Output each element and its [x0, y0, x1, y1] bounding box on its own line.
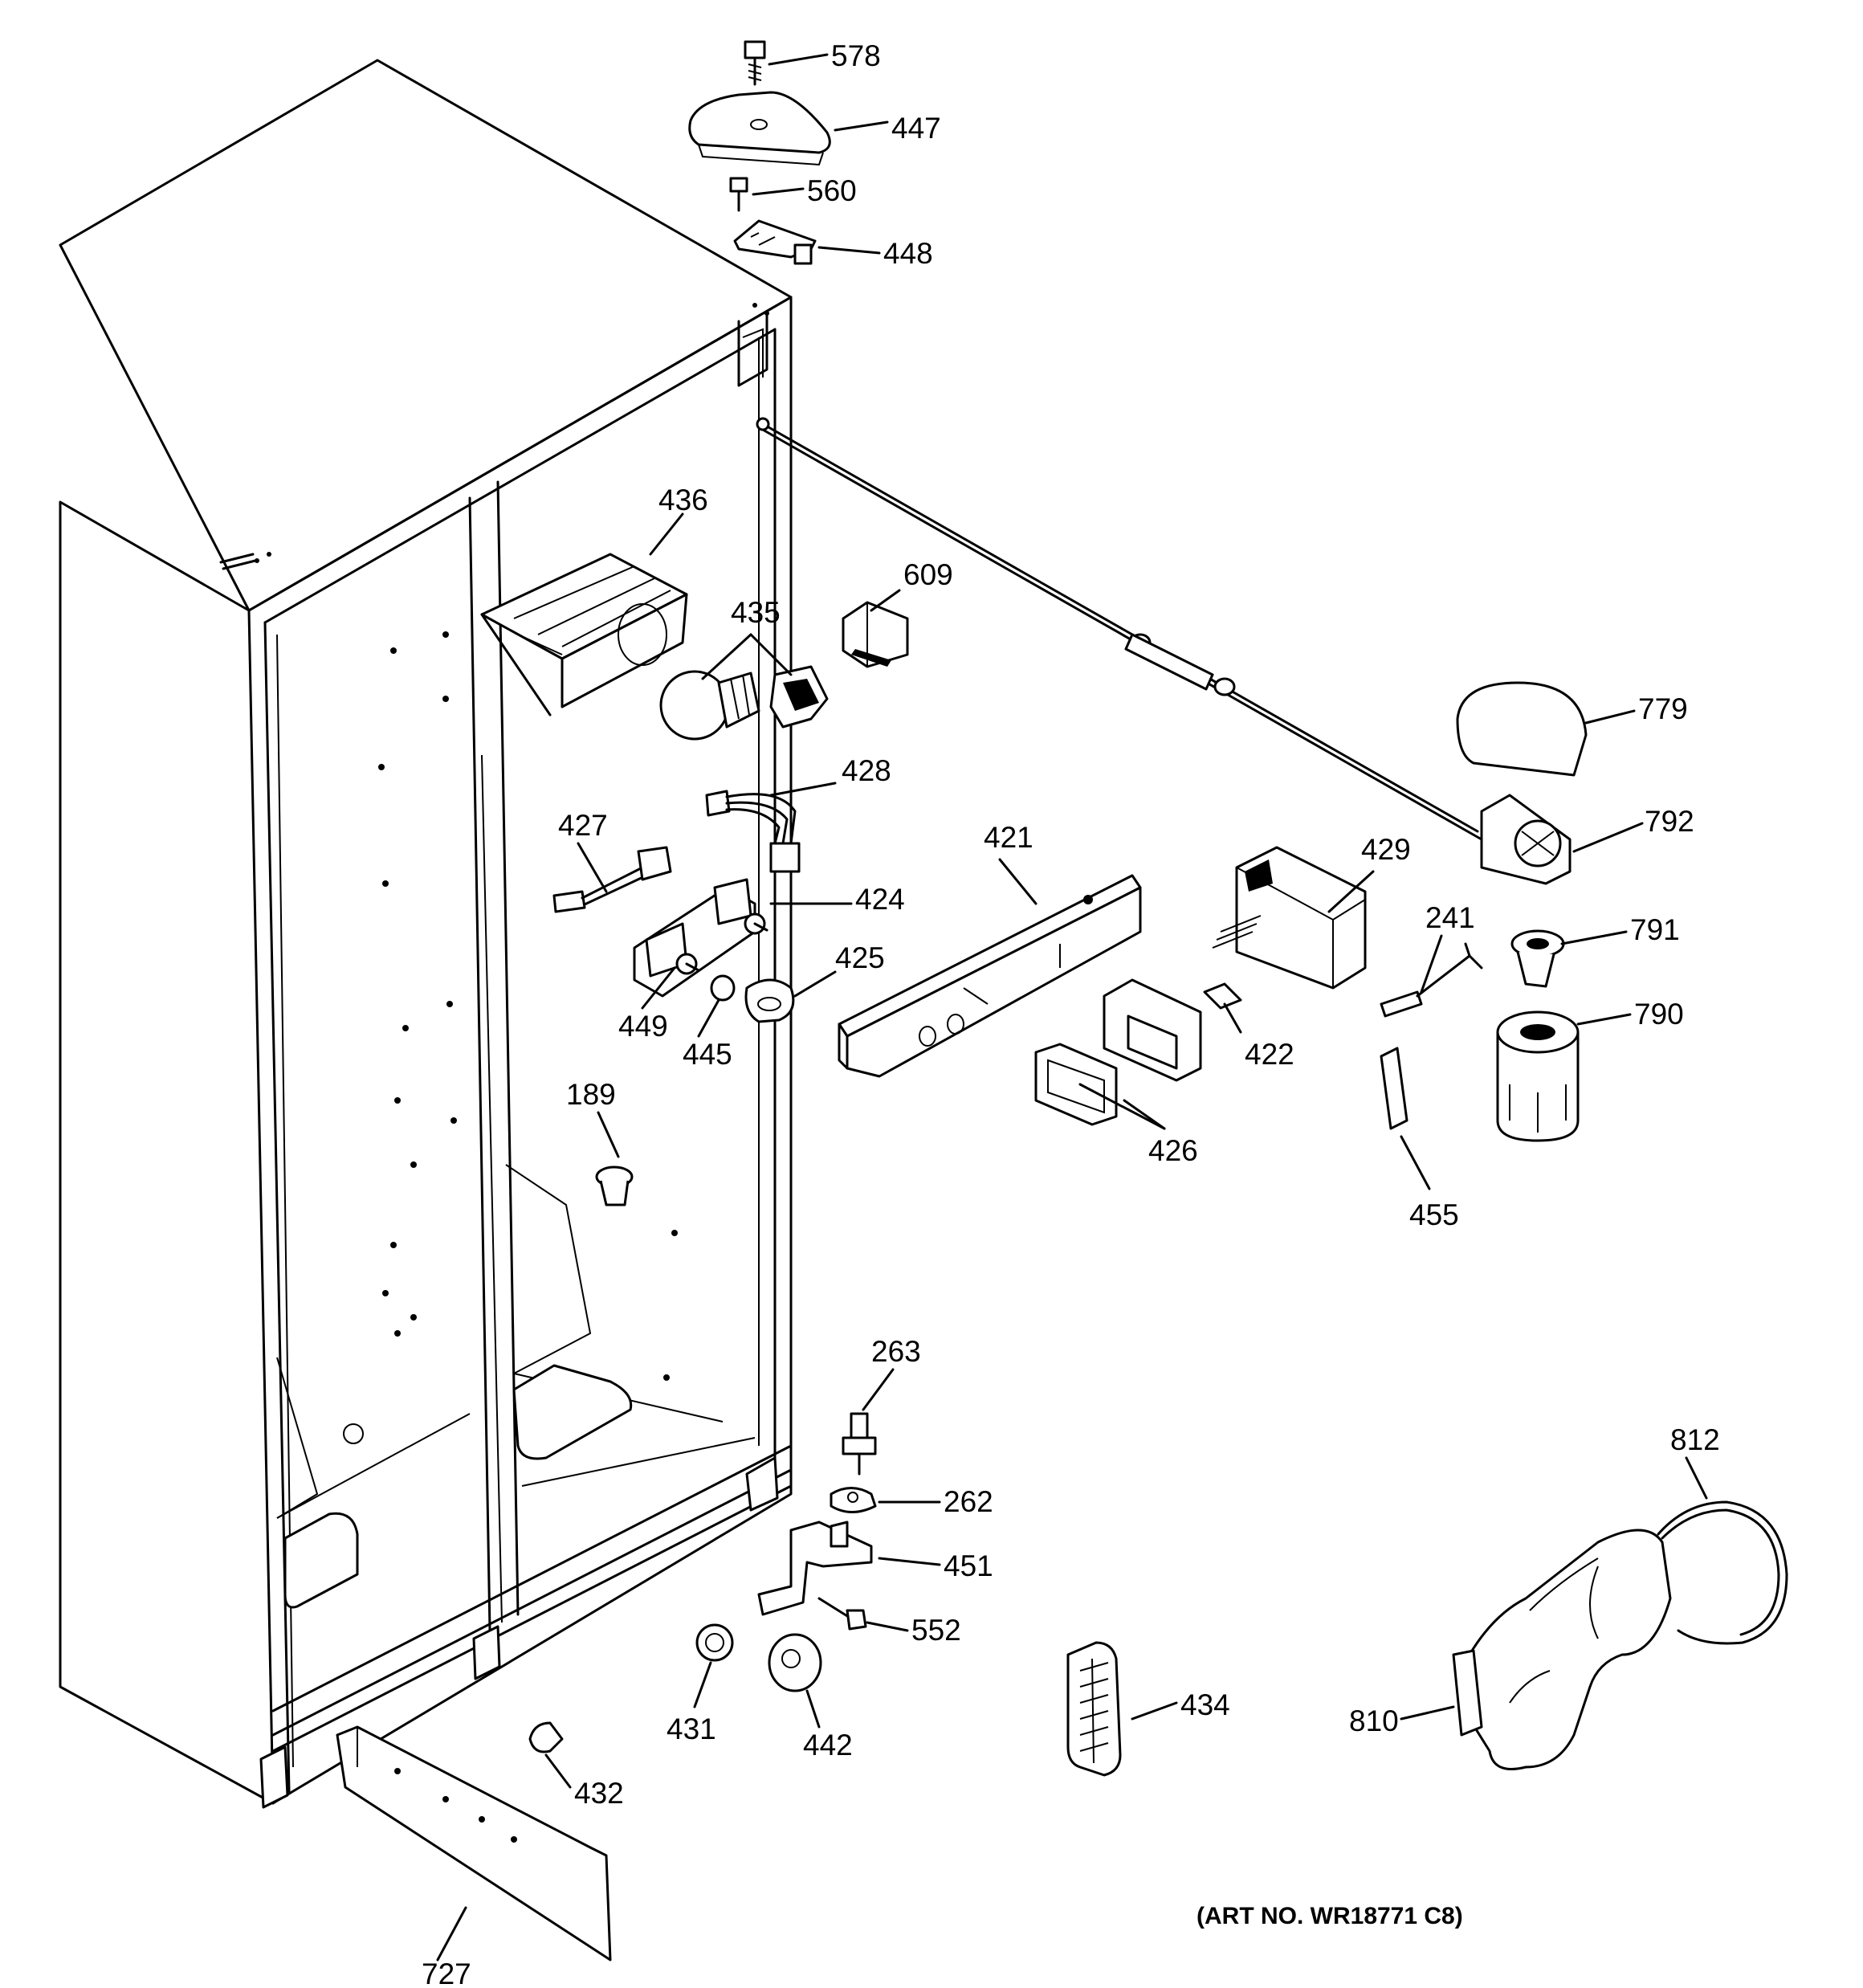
- callout-436: 436: [658, 484, 708, 516]
- part-455-drawing: [1380, 1047, 1408, 1130]
- callout-421: 421: [984, 821, 1033, 854]
- socket-609-part: [842, 601, 909, 668]
- cover-779-part: [1456, 681, 1588, 777]
- housing-792-part: [1480, 794, 1572, 885]
- callout-labels: 578 447 560 448 436 609 435 779 428 792 …: [422, 39, 1720, 1988]
- part-442-drawing: [768, 1633, 822, 1692]
- callout-810: 810: [1349, 1704, 1399, 1737]
- screw-578-part: [744, 40, 766, 86]
- callout-189: 189: [566, 1078, 616, 1111]
- callout-779: 779: [1638, 692, 1688, 725]
- callout-422: 422: [1245, 1038, 1294, 1071]
- clip-422-part: [1203, 982, 1242, 1010]
- part-189-drawing: [595, 1165, 634, 1206]
- part-262-drawing: [830, 1487, 877, 1513]
- callout-727: 727: [422, 1957, 471, 1988]
- harness-427-part: [552, 846, 672, 913]
- control-424-part: [633, 878, 768, 998]
- callout-552: 552: [911, 1614, 961, 1647]
- bracket-451-part: [757, 1521, 873, 1616]
- callout-791: 791: [1630, 913, 1680, 946]
- callout-447: 447: [891, 112, 941, 145]
- callout-792: 792: [1645, 805, 1694, 838]
- refrigerator-cabinet: [59, 59, 793, 1809]
- kickplate-727-part: [336, 1725, 612, 1961]
- callout-241: 241: [1425, 901, 1475, 934]
- callout-578: 578: [831, 39, 881, 72]
- callout-432: 432: [574, 1777, 624, 1810]
- harness-428-part: [705, 790, 801, 873]
- part-432-drawing: [528, 1721, 564, 1753]
- callout-442: 442: [803, 1729, 853, 1761]
- callout-431: 431: [667, 1712, 716, 1745]
- part-790-drawing: [1496, 1010, 1580, 1142]
- callout-451: 451: [944, 1549, 993, 1582]
- callout-427: 427: [558, 809, 608, 842]
- callout-449: 449: [618, 1010, 668, 1043]
- callout-426: 426: [1148, 1134, 1198, 1167]
- screw-560-part: [729, 177, 748, 212]
- art-number: (ART NO. WR18771 C8): [1196, 1903, 1463, 1929]
- part-263-drawing: [842, 1412, 877, 1476]
- callout-790: 790: [1634, 998, 1684, 1031]
- callout-560: 560: [807, 174, 857, 207]
- knob-425-part: [744, 978, 795, 1023]
- callout-429: 429: [1361, 833, 1411, 866]
- thermistor-241-part: [1380, 942, 1483, 1018]
- grille-434-part: [1066, 1641, 1122, 1777]
- callout-262: 262: [944, 1485, 993, 1518]
- sensor-wire-part: [756, 417, 1483, 841]
- light-shield-436-part: [480, 553, 688, 716]
- callout-428: 428: [842, 754, 891, 787]
- part-791-drawing: [1510, 929, 1565, 988]
- paddle-426-part: [1034, 978, 1202, 1126]
- screw-552-part: [817, 1597, 867, 1631]
- hinge-cover-447-part: [688, 91, 831, 166]
- leader-lines: [436, 53, 1708, 1961]
- hinge-448-part: [733, 219, 817, 265]
- callout-424: 424: [855, 883, 905, 916]
- callout-609: 609: [903, 558, 953, 591]
- callout-812: 812: [1670, 1423, 1720, 1456]
- callout-455: 455: [1409, 1198, 1459, 1231]
- housing-429-part: [1212, 846, 1367, 990]
- callout-448: 448: [883, 237, 933, 270]
- callout-425: 425: [835, 941, 885, 974]
- bulb-435-part: [659, 665, 829, 741]
- callout-434: 434: [1180, 1688, 1230, 1721]
- callout-435: 435: [731, 596, 781, 629]
- knob-445-part: [710, 974, 736, 1002]
- callout-445: 445: [683, 1038, 732, 1071]
- part-431-drawing: [695, 1623, 734, 1662]
- callout-263: 263: [871, 1335, 921, 1368]
- channel-421-part: [838, 874, 1142, 1078]
- fill-tube-810-part: [1452, 1500, 1788, 1770]
